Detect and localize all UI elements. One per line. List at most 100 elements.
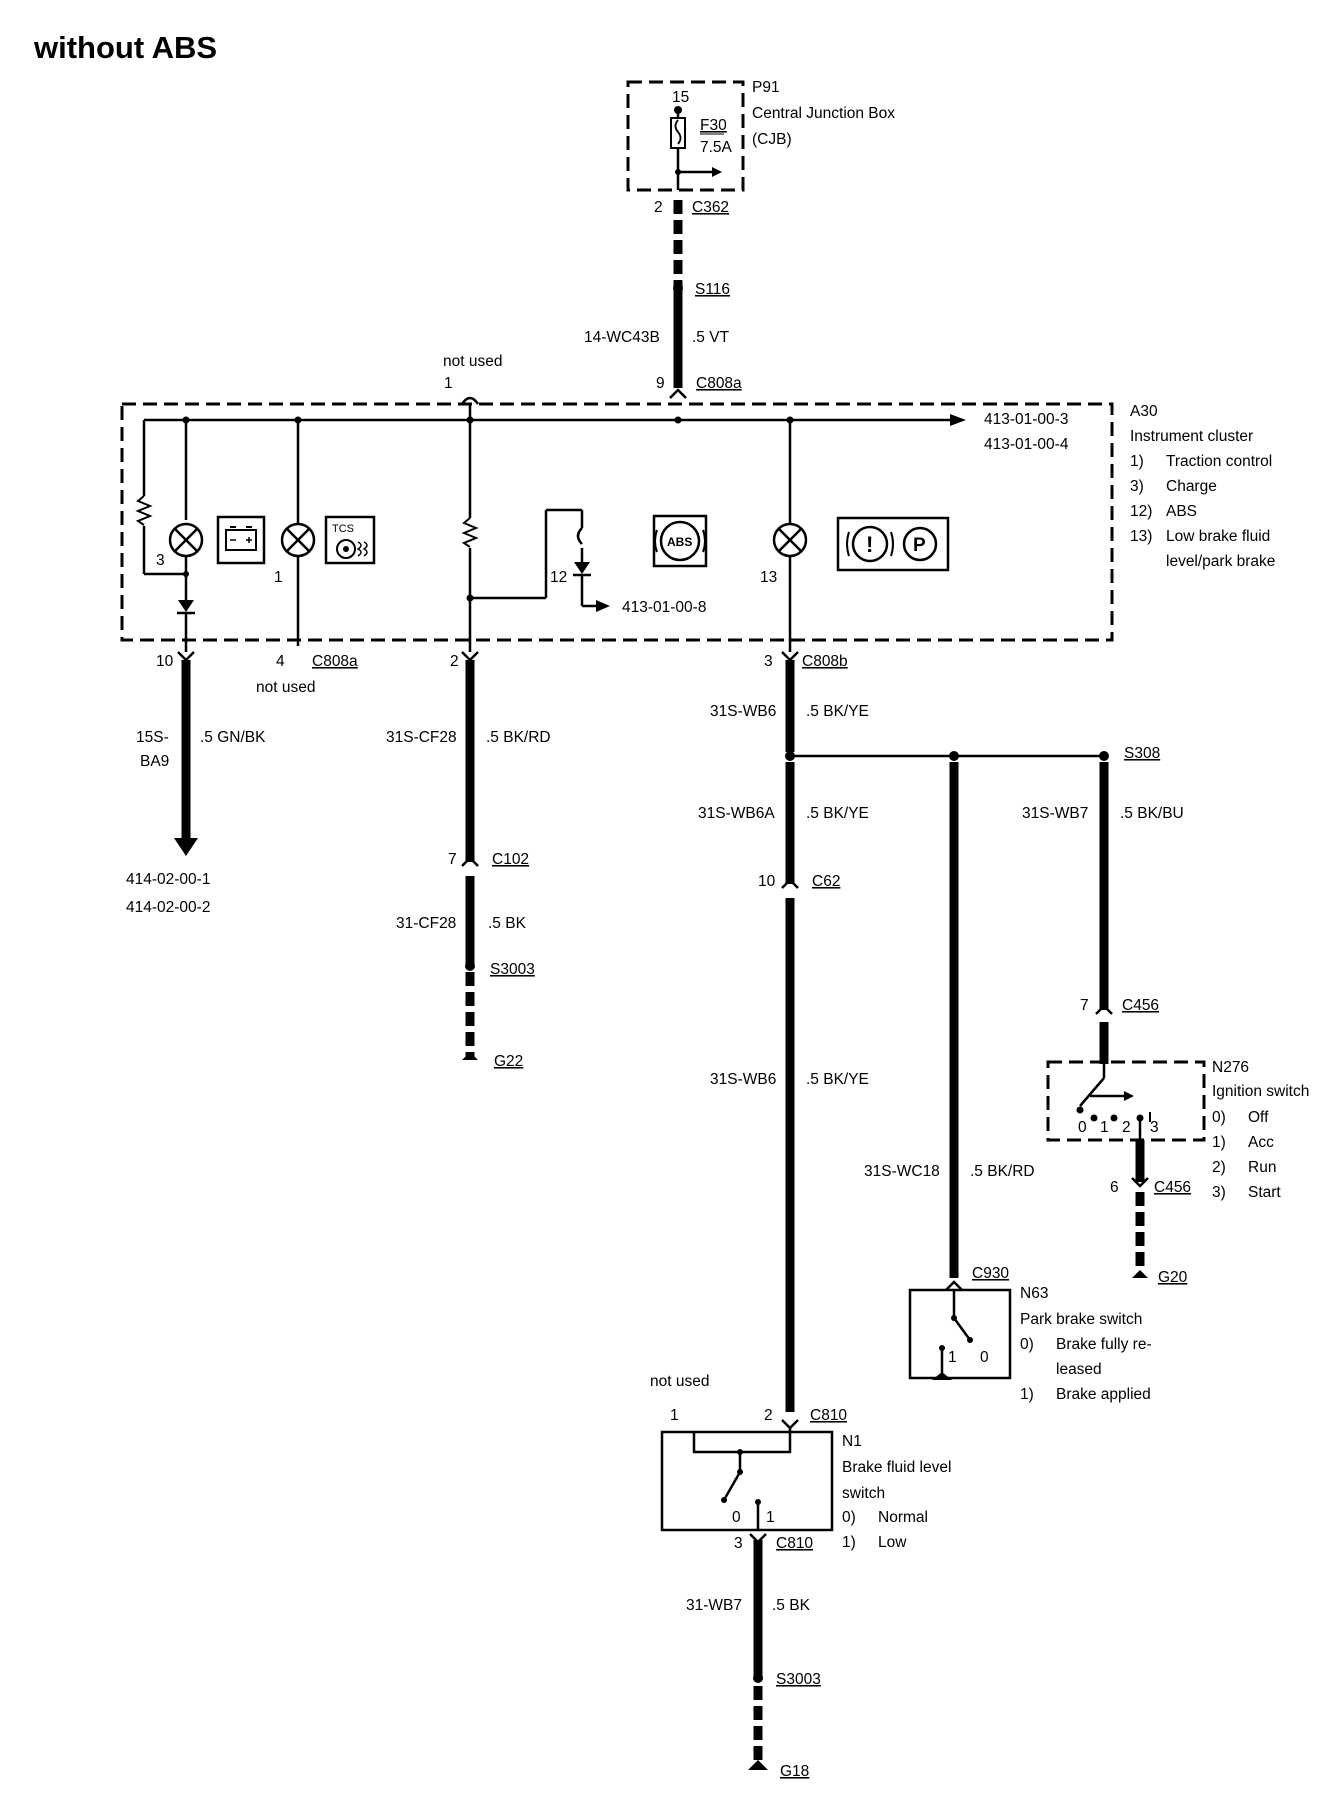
ground-icon [462, 1052, 478, 1060]
svg-text:3): 3) [1212, 1184, 1226, 1201]
fuse-id: F30 [700, 117, 727, 134]
park-legend: 0)Brake fully re- leased 1)Brake applied [1020, 1336, 1152, 1403]
wire-31s-wc18 [945, 762, 963, 1291]
fluid-pin-3: 3 [734, 1535, 743, 1552]
connector-c808a-top: C808a [696, 375, 742, 392]
ignition-out-pin: 6 [1110, 1179, 1119, 1196]
wire-c-spec-a: .5 BK/YE [806, 805, 869, 822]
park-id: N63 [1020, 1285, 1048, 1302]
splice-s116: S116 [695, 281, 730, 298]
park-brake-switch: 1 0 [908, 1288, 1012, 1380]
wire-31s-wb7-ignition [1095, 762, 1113, 1064]
wire-a-ref-1: 414-02-00-1 [126, 871, 210, 888]
fuse-rating: 7.5A [700, 139, 733, 156]
cluster-legend: 1)Traction control 3)Charge 12)ABS 13)Lo… [1130, 453, 1275, 570]
wire-b-code-2: 31-CF28 [396, 915, 456, 932]
svg-text:0: 0 [732, 1509, 741, 1526]
arrow-right-icon [596, 600, 610, 612]
not-used-bottom: not used [256, 679, 315, 696]
wire-31-wb7-ground [748, 1540, 768, 1770]
diode-icon [178, 600, 194, 612]
wire-d-spec: .5 BK/BU [1120, 805, 1184, 822]
wire-b-spec: .5 BK/RD [486, 729, 551, 746]
ignition-name: Ignition switch [1212, 1083, 1309, 1100]
fluid-legend: 0)Normal 1)Low [842, 1509, 928, 1551]
ground-g22: G22 [494, 1053, 523, 1070]
connector-c362: C362 [692, 199, 729, 216]
diode-icon [574, 562, 590, 574]
cluster-ref-1: 413-01-00-3 [984, 411, 1068, 428]
wire-d-pin: 7 [1080, 997, 1089, 1014]
cjb-id: P91 [752, 79, 780, 96]
wire-f-code: 31-WB7 [686, 1597, 742, 1614]
svg-text:1: 1 [766, 1509, 775, 1526]
fluid-pin-1: 1 [670, 1407, 679, 1424]
cluster-pin-1: 1 [444, 375, 453, 392]
cluster-name: Instrument cluster [1130, 428, 1253, 445]
wire-b-pin: 7 [448, 851, 457, 868]
svg-text:Traction control: Traction control [1166, 453, 1272, 470]
svg-text:2): 2) [1212, 1159, 1226, 1176]
lamp-1-label: 1 [274, 569, 283, 586]
wire-e-spec: .5 BK/RD [970, 1163, 1035, 1180]
connector-c456-top: C456 [1122, 997, 1159, 1014]
svg-text:ABS: ABS [667, 535, 692, 549]
cluster-pin-9: 9 [656, 375, 665, 392]
splice-s3003-f: S3003 [776, 1671, 821, 1688]
svg-text:1): 1) [1130, 453, 1144, 470]
connector-c102: C102 [492, 851, 529, 868]
svg-text:leased: leased [1056, 1361, 1102, 1378]
fluid-pin-2: 2 [764, 1407, 773, 1424]
wire-15s-ba9 [174, 651, 198, 856]
svg-text:13): 13) [1130, 528, 1152, 545]
svg-text:12): 12) [1130, 503, 1152, 520]
svg-text:TCS: TCS [332, 523, 354, 535]
wire-d-code: 31S-WB7 [1022, 805, 1088, 822]
ignition-id: N276 [1212, 1059, 1249, 1076]
wire-b-spec-2: .5 BK [488, 915, 527, 932]
connector-c930: C930 [972, 1265, 1009, 1282]
park-name: Park brake switch [1020, 1311, 1142, 1328]
connector-c62: C62 [812, 873, 840, 890]
ground-icon [1132, 1270, 1148, 1278]
cjb-name: Central Junction Box [752, 105, 895, 122]
ground-icon [748, 1760, 768, 1770]
connector-c456-bottom: C456 [1154, 1179, 1191, 1196]
battery-icon [216, 515, 266, 565]
svg-text:Off: Off [1248, 1109, 1269, 1126]
svg-text:3): 3) [1130, 478, 1144, 495]
cjb-abbr: (CJB) [752, 131, 792, 148]
ignition-legend: 0)Off 1)Acc 2)Run 3)Start [1212, 1109, 1281, 1201]
wire-a-spec: .5 GN/BK [200, 729, 266, 746]
wire-top-code: 14-WC43B [584, 329, 660, 346]
brake-fluid-switch: 0 1 [660, 1428, 834, 1532]
svg-text:!: ! [866, 532, 873, 557]
svg-text:Acc: Acc [1248, 1134, 1274, 1151]
svg-text:1): 1) [1020, 1386, 1034, 1403]
not-used-top: not used [443, 353, 502, 370]
wire-b-code: 31S-CF28 [386, 729, 457, 746]
fluid-name-1: Brake fluid level [842, 1459, 951, 1476]
wire-ignition-ground [1131, 1140, 1149, 1278]
wire-c-spec: .5 BK/YE [806, 703, 869, 720]
cjb-pin: 15 [672, 89, 689, 106]
cluster-pin-3: 3 [764, 653, 773, 670]
fluid-name-2: switch [842, 1485, 885, 1502]
ground-icon [932, 1372, 952, 1380]
arrow-down-icon [174, 838, 198, 856]
wire-31s-cf28 [461, 651, 479, 1060]
svg-text:0: 0 [980, 1349, 989, 1366]
wire-top-spec: .5 VT [692, 329, 730, 346]
cluster-pin-4: 4 [276, 653, 285, 670]
svg-text:P: P [913, 535, 926, 556]
svg-text:0): 0) [842, 1509, 856, 1526]
svg-text:ABS: ABS [1166, 503, 1197, 520]
cluster-ref-2: 413-01-00-4 [984, 436, 1069, 453]
ground-g20: G20 [1158, 1269, 1188, 1286]
ground-g18: G18 [780, 1763, 809, 1780]
lamp-12-label: 12 [550, 569, 567, 586]
instrument-cluster: 3 1 TCS [120, 402, 1114, 652]
svg-text:level/park brake: level/park brake [1166, 553, 1275, 570]
cluster-ref-internal: 413-01-00-8 [622, 599, 706, 616]
wire-a-code-2: BA9 [140, 753, 169, 770]
